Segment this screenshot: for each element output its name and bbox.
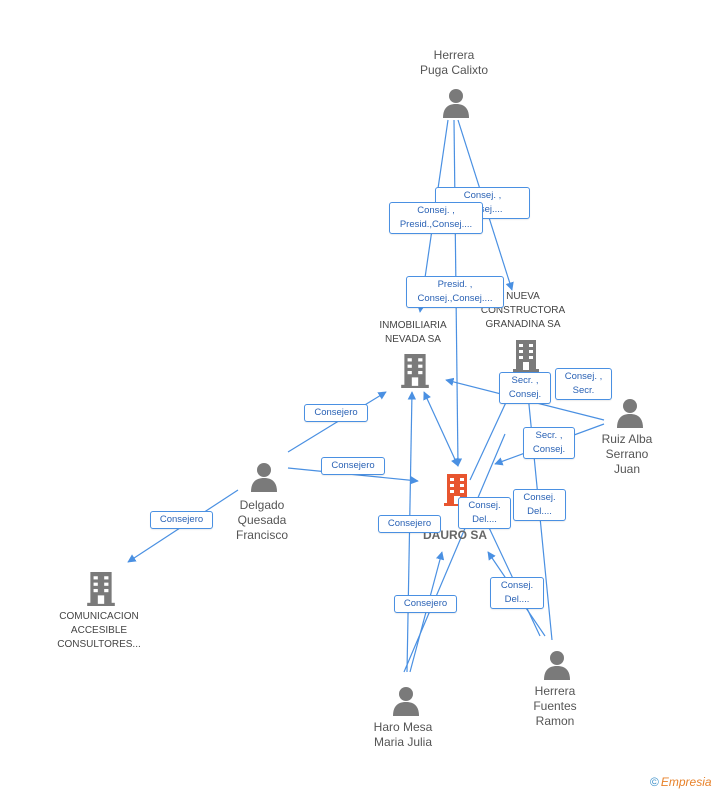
- edge-haro-nueva: [403, 433, 506, 673]
- person-icon[interactable]: [442, 88, 470, 118]
- edge-label[interactable]: Consej. ,Secr.: [555, 368, 612, 400]
- node-label-ruiz-alba[interactable]: Ruiz Alba Serrano Juan: [601, 432, 653, 476]
- edge-label[interactable]: Consejero: [378, 515, 441, 533]
- building-icon[interactable]: [513, 340, 539, 372]
- person-icon[interactable]: [250, 462, 278, 492]
- brand-logo[interactable]: ©Empresia: [650, 775, 712, 789]
- edge-delgado-inmobiliaria: [287, 391, 387, 453]
- building-icon[interactable]: [444, 474, 470, 506]
- person-icon[interactable]: [392, 686, 420, 716]
- edge-label[interactable]: Secr. ,Consej.: [523, 427, 575, 459]
- building-icon[interactable]: [401, 354, 429, 388]
- edge-label[interactable]: Consej.Del....: [513, 489, 566, 521]
- person-icon[interactable]: [616, 398, 644, 428]
- edge-label[interactable]: Consejero: [394, 595, 457, 613]
- edge-label[interactable]: Presid. ,Consej.,Consej....: [406, 276, 504, 308]
- edge-label[interactable]: Secr. ,Consej.: [499, 372, 551, 404]
- edge-label[interactable]: Consej. ,Presid.,Consej....: [389, 202, 483, 234]
- copyright-icon: ©: [650, 775, 659, 789]
- node-label-haro-mesa[interactable]: Haro Mesa Maria Julia: [373, 720, 433, 749]
- node-label-delgado-quesada[interactable]: Delgado Quesada Francisco: [235, 498, 288, 542]
- building-icon[interactable]: [87, 572, 115, 606]
- node-label-comunicacion[interactable]: COMUNICACION ACCESIBLE CONSULTORES...: [57, 611, 141, 650]
- edge-label[interactable]: Consejero: [304, 404, 368, 422]
- node-label-nueva-constructora[interactable]: NUEVA CONSTRUCTORA GRANADINA SA: [480, 291, 566, 330]
- node-label-herrera-fuentes[interactable]: Herrera Fuentes Ramon: [533, 684, 577, 728]
- node-label-herrera-puga[interactable]: Herrera Puga Calixto: [419, 48, 489, 77]
- edge-label[interactable]: Consejero: [321, 457, 385, 475]
- node-label-inmobiliaria-nevada[interactable]: INMOBILIARIA NEVADA SA: [379, 320, 447, 345]
- edge-label[interactable]: Consej.Del....: [458, 497, 511, 529]
- edge-dauro-inmobiliaria: [423, 391, 459, 467]
- person-icon[interactable]: [543, 650, 571, 680]
- edge-label[interactable]: Consejero: [150, 511, 213, 529]
- brand-name: Empresia: [660, 775, 712, 789]
- edge-label[interactable]: Consej.Del....: [490, 577, 544, 609]
